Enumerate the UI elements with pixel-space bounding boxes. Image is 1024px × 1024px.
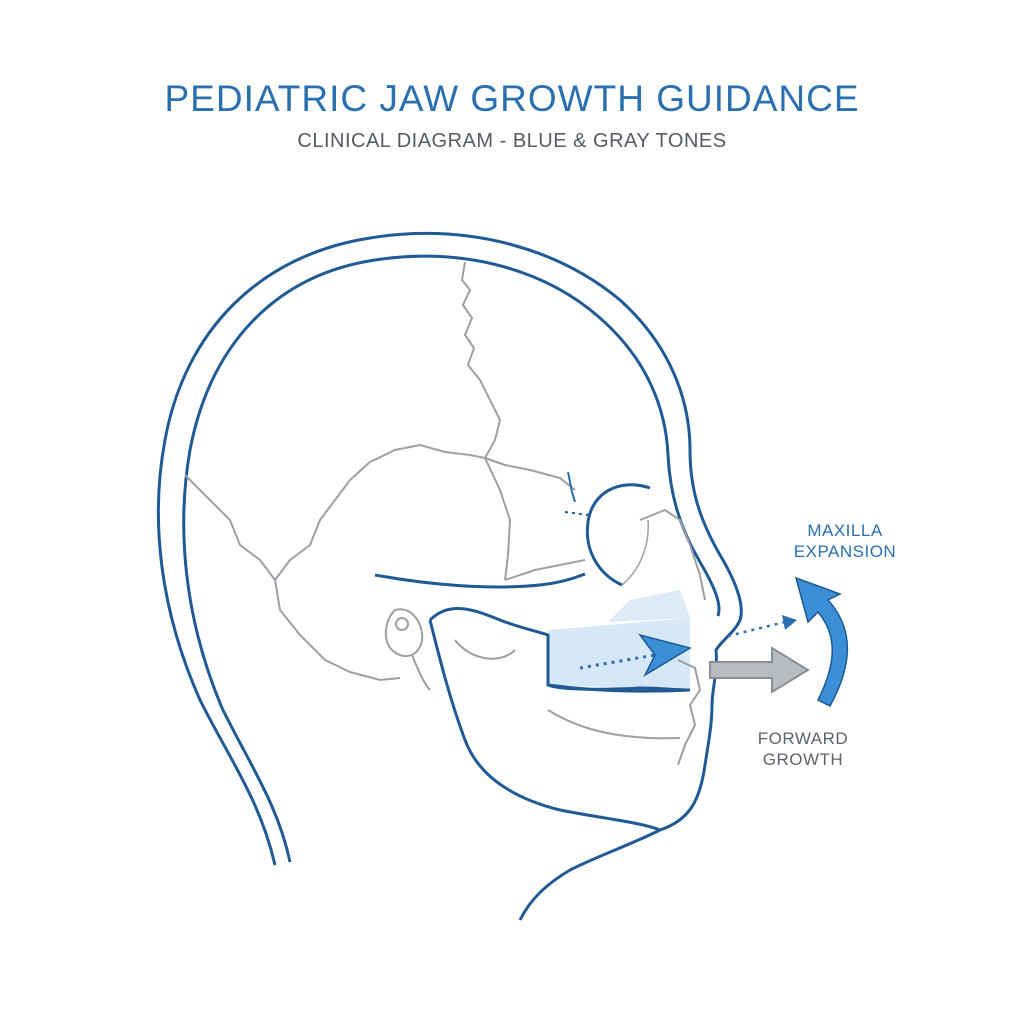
orbit-inner [621, 519, 649, 586]
maxilla-expansion-label: MAXILLA EXPANSION [770, 520, 920, 562]
incisors [677, 659, 702, 766]
coronal-suture [460, 261, 502, 459]
diagram-title: PEDIATRIC JAW GROWTH GUIDANCE [164, 78, 860, 119]
nasal-highlight [608, 590, 690, 622]
sphenoid-line [484, 457, 512, 581]
ear-canal [395, 617, 409, 631]
cheek-bone [504, 559, 586, 581]
diagram-subtitle: CLINICAL DIAGRAM - BLUE & GRAY TONES [297, 130, 727, 152]
mandible-lower [428, 619, 661, 832]
upper-bite-line [547, 683, 691, 693]
lower-teeth-line [547, 709, 681, 740]
brow-line [567, 471, 576, 503]
forward-growth-label: FORWARD GROWTH [728, 728, 878, 770]
maxilla-label-line1: MAXILLA [807, 521, 883, 540]
forward-growth-arrowhead [638, 633, 692, 677]
maxilla-label-line2: EXPANSION [793, 542, 897, 561]
head-outline-inner [182, 254, 721, 863]
zygomatic-arch [374, 572, 586, 589]
head-outline-outer [156, 232, 743, 866]
nasal-bone [639, 508, 706, 601]
forward-label-line2: GROWTH [762, 750, 844, 769]
forward-growth-gray-arrow [709, 646, 810, 694]
maxilla-dotted-leader [727, 620, 786, 638]
eye-orbit [585, 483, 651, 587]
forward-label-line1: FORWARD [757, 729, 849, 748]
maxilla-leader-arrowhead [782, 615, 797, 630]
temporal-bone [274, 579, 401, 682]
condyle [384, 608, 424, 658]
maxilla-expansion-curved-arrow [794, 576, 849, 707]
jaw-ramus [454, 639, 516, 660]
mastoid [411, 654, 431, 691]
squamosal-suture [184, 443, 576, 582]
neck-line [518, 828, 661, 921]
mandible-outline [428, 606, 691, 692]
orbit-dotted-line [564, 511, 589, 516]
maxilla-highlight [548, 618, 690, 690]
